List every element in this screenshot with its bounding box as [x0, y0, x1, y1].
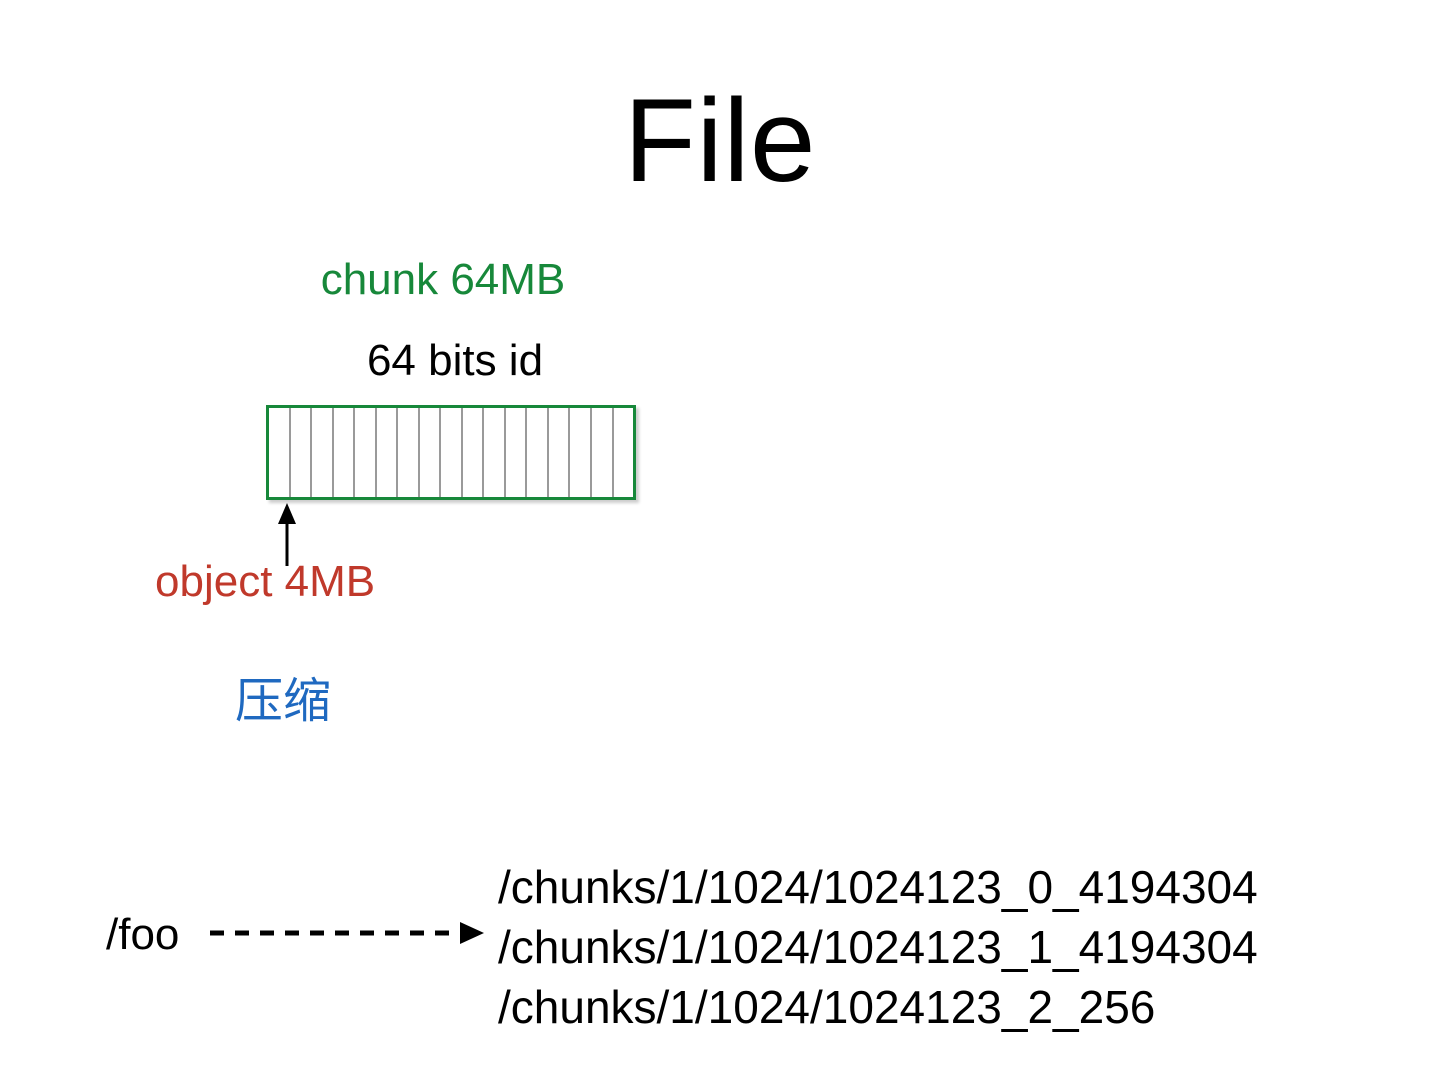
chunk-cell	[334, 408, 356, 497]
chunk-id-label: 64 bits id	[366, 336, 544, 385]
target-path-list: /chunks/1/1024/1024123_0_4194304 /chunks…	[498, 857, 1398, 1037]
target-path-item: /chunks/1/1024/1024123_0_4194304	[498, 861, 1258, 913]
chunk-cell	[441, 408, 463, 497]
chunk-cell	[549, 408, 571, 497]
chunk-size-label: chunk 64MB	[320, 255, 566, 304]
page-title: File	[623, 75, 817, 207]
chunk-cell	[312, 408, 334, 497]
compression-label: 压缩	[235, 675, 332, 728]
chunk-cell	[420, 408, 442, 497]
chunk-cell	[527, 408, 549, 497]
chunk-cell	[614, 408, 634, 497]
arrow-up-icon	[278, 503, 296, 566]
chunk-cell	[269, 408, 291, 497]
target-path-item: /chunks/1/1024/1024123_1_4194304	[498, 921, 1258, 973]
chunk-rectangle	[266, 405, 636, 500]
dashed-arrow-right-icon	[210, 922, 484, 944]
chunk-cell	[291, 408, 313, 497]
chunk-cell	[377, 408, 399, 497]
chunk-cell	[570, 408, 592, 497]
chunk-cell	[484, 408, 506, 497]
chunk-cell	[463, 408, 485, 497]
chunk-cell	[398, 408, 420, 497]
chunk-cell-group	[269, 408, 633, 497]
chunk-cell	[355, 408, 377, 497]
object-size-label: object 4MB	[155, 557, 376, 606]
chunk-cell	[592, 408, 614, 497]
source-path-label: /foo	[106, 910, 180, 959]
target-path-item: /chunks/1/1024/1024123_2_256	[498, 981, 1156, 1033]
chunk-cell	[506, 408, 528, 497]
